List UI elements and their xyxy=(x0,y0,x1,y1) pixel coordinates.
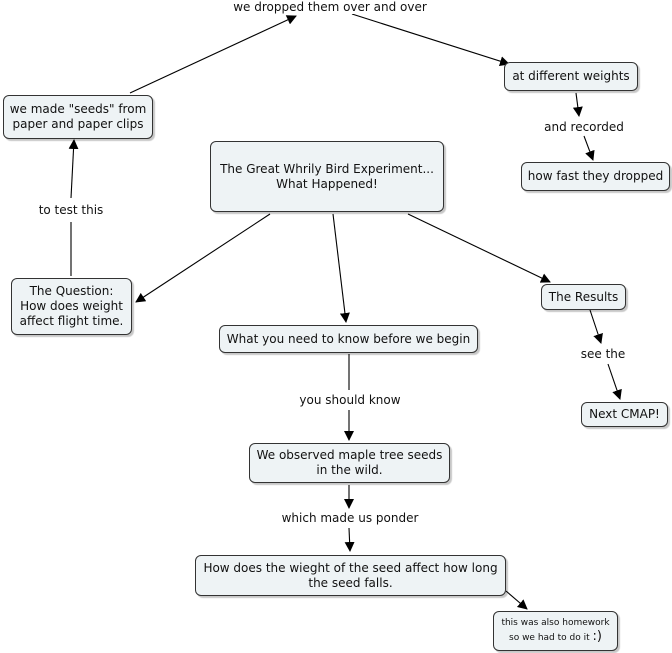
smiley-text: :) xyxy=(592,629,602,644)
edge-test-to-seeds xyxy=(68,139,79,199)
link-label-recorded: and recorded xyxy=(544,120,624,134)
node-main[interactable]: The Great Whrily Bird Experiment... What… xyxy=(210,141,444,212)
node-fast[interactable]: how fast they dropped xyxy=(521,162,670,191)
edge-ponder-to-how xyxy=(344,527,355,552)
edge-main-to-need xyxy=(332,213,350,323)
edge-how-to-homework xyxy=(505,590,528,610)
edge-weights-to-recorded xyxy=(572,92,583,117)
edge-main-to-question xyxy=(135,213,271,303)
node-homework[interactable]: this was also homework so we had to do i… xyxy=(493,611,618,651)
node-observed[interactable]: We observed maple tree seeds in the wild… xyxy=(249,443,450,483)
node-weights[interactable]: at different weights xyxy=(504,62,638,91)
link-label-ponder: which made us ponder xyxy=(281,511,419,525)
homework-line-1: this was also homework xyxy=(501,618,610,628)
link-label-see: see the xyxy=(580,347,626,361)
edge-results-to-see xyxy=(589,309,603,344)
edge-seeds-to-dropped xyxy=(129,15,297,94)
node-question[interactable]: The Question: How does weight affect fli… xyxy=(11,278,132,335)
edge-see-to-cmap xyxy=(607,363,622,400)
link-label-dropped: we dropped them over and over xyxy=(233,0,427,14)
link-label-test: to test this xyxy=(38,203,104,217)
node-how[interactable]: How does the wieght of the seed affect h… xyxy=(195,555,506,596)
link-label-should: you should know xyxy=(299,393,401,407)
node-seeds[interactable]: we made "seeds" from paper and paper cli… xyxy=(3,95,153,139)
homework-line-2: so we had to do it :) xyxy=(509,630,602,645)
edge-main-to-results xyxy=(407,213,551,283)
node-results[interactable]: The Results xyxy=(541,284,626,310)
node-need[interactable]: What you need to know before we begin xyxy=(219,325,478,353)
edge-recorded-to-fast xyxy=(583,135,595,161)
edge-dropped-to-weights xyxy=(351,13,510,67)
homework-line-2-text: so we had to do it xyxy=(509,633,590,643)
node-cmap[interactable]: Next CMAP! xyxy=(581,402,668,427)
